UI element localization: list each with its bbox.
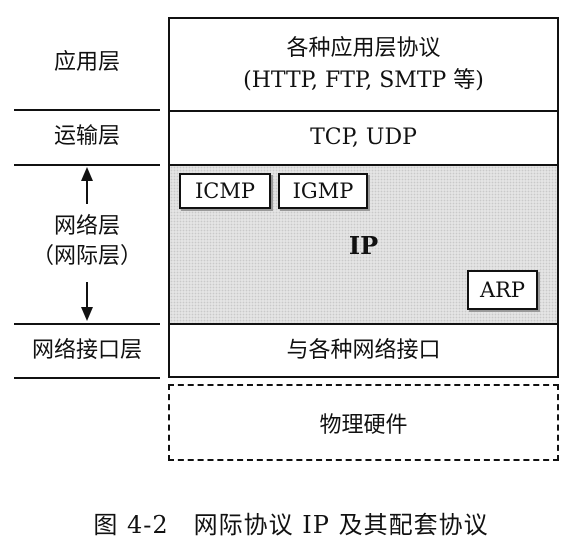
down-arrowhead-shape xyxy=(81,307,93,321)
link-layer-cell: 与各种网络接口 xyxy=(170,325,557,376)
igmp-label: IGMP xyxy=(292,179,354,203)
left-label-transport-text: 运输层 xyxy=(53,124,120,149)
stack-divider-2 xyxy=(170,164,557,166)
icmp-label: ICMP xyxy=(195,179,255,203)
ip-label: IP xyxy=(348,231,379,260)
left-divider-2 xyxy=(14,164,160,166)
down-arrow-shaft xyxy=(86,282,88,308)
down-arrowhead xyxy=(81,307,93,321)
up-arrowhead-shape xyxy=(81,167,93,181)
left-divider-1 xyxy=(14,109,160,111)
igmp-box: IGMP xyxy=(278,173,368,209)
left-label-network-line1: 网络层 xyxy=(53,214,120,239)
physical-hardware-text: 物理硬件 xyxy=(319,412,408,438)
application-protocols-cell: 各种应用层协议 (HTTP, FTP, SMTP 等) xyxy=(170,19,557,110)
transport-protocols-cell: TCP, UDP xyxy=(170,112,557,164)
up-arrow-icon xyxy=(78,166,96,181)
application-protocols-line2: (HTTP, FTP, SMTP 等) xyxy=(243,67,484,93)
down-arrow-icon xyxy=(78,306,96,321)
left-label-link-text: 网络接口层 xyxy=(31,337,142,363)
protocol-stack: 各种应用层协议 (HTTP, FTP, SMTP 等) TCP, UDP ICM… xyxy=(168,17,559,378)
stack-divider-1 xyxy=(170,110,557,112)
left-label-network-line2: （网际层） xyxy=(31,244,142,269)
left-label-application-text: 应用层 xyxy=(53,50,120,75)
left-label-link: 网络接口层 xyxy=(14,324,160,377)
link-layer-text: 与各种网络接口 xyxy=(286,337,441,363)
up-arrow-shaft xyxy=(86,178,88,204)
transport-protocols-text: TCP, UDP xyxy=(310,125,417,150)
arp-label: ARP xyxy=(479,278,526,302)
up-arrowhead xyxy=(81,167,93,181)
left-divider-4 xyxy=(14,377,160,379)
application-protocols-line1: 各种应用层协议 xyxy=(286,35,441,61)
arp-box: ARP xyxy=(467,270,538,310)
left-label-network: 网络层 （网际层） xyxy=(14,206,160,278)
icmp-box: ICMP xyxy=(179,173,271,209)
left-label-transport: 运输层 xyxy=(14,110,160,164)
left-divider-3 xyxy=(14,323,160,325)
stack-divider-3 xyxy=(170,323,557,325)
left-label-application: 应用层 xyxy=(14,17,160,109)
figure-caption: 图 4-2 网际协议 IP 及其配套协议 xyxy=(93,511,489,539)
physical-hardware-box: 物理硬件 xyxy=(168,384,559,461)
network-layer-cell: ICMP IGMP IP ARP xyxy=(170,166,557,323)
